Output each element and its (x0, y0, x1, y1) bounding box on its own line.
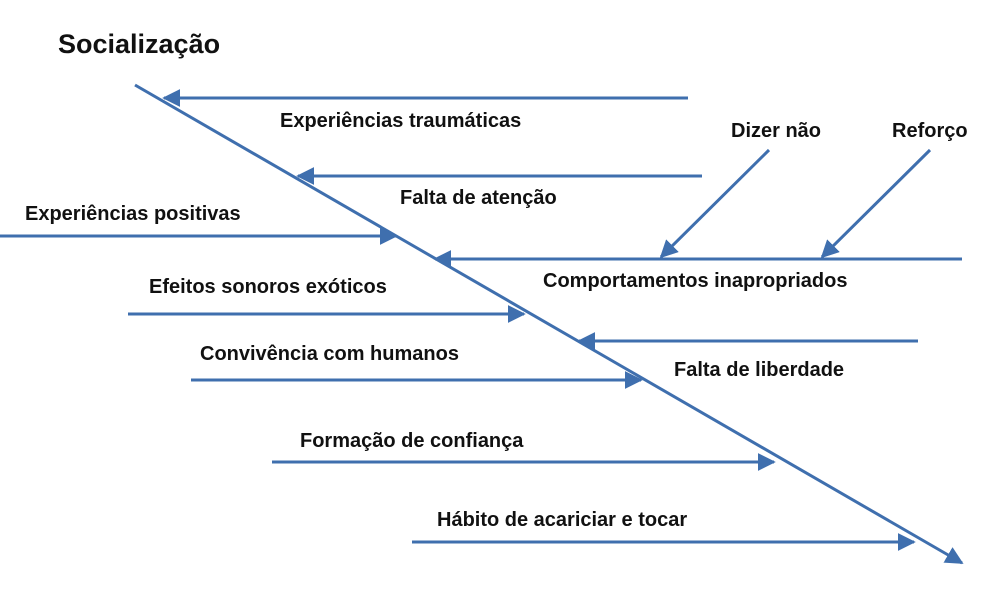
cause-label-touch: Hábito de acariciar e tocar (437, 509, 687, 531)
subcause-label-reinforcement: Reforço (892, 120, 968, 142)
cause-label-attention: Falta de atenção (400, 187, 557, 209)
subcause-arrow-reinforcement (820, 148, 932, 259)
cause-label-sounds: Efeitos sonoros exóticos (149, 276, 387, 298)
cause-label-behavior: Comportamentos inapropriados (543, 270, 847, 292)
cause-label-trust: Formação de confiança (300, 430, 524, 452)
subcause-label-say-no: Dizer não (731, 120, 821, 142)
cause-label-humans: Convivência com humanos (200, 343, 459, 365)
cause-label-positive: Experiências positivas (25, 203, 241, 225)
diagram-title: Socialização (58, 29, 220, 59)
cause-label-traumatic: Experiências traumáticas (280, 110, 521, 132)
cause-label-freedom: Falta de liberdade (674, 359, 844, 381)
subcause-arrow-say-no (659, 148, 771, 259)
spine-arrow (134, 83, 964, 565)
